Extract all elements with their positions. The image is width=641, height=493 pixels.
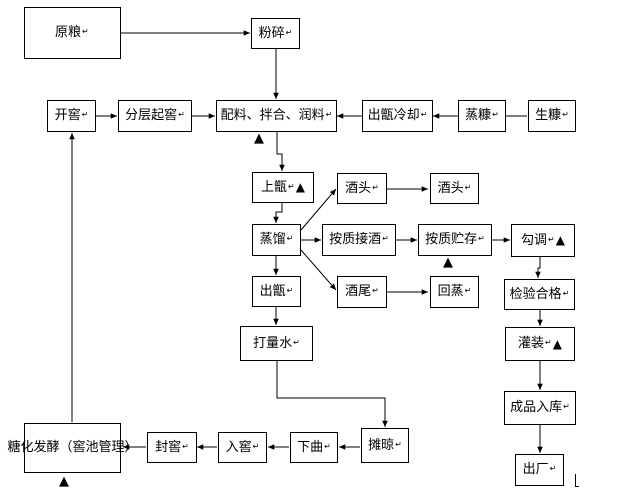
node-seal-pit-label: 封窖	[155, 440, 189, 456]
node-mix-label: 配料、拌合、润料	[221, 108, 333, 124]
node-ferment-label-line2: （窖池管理）	[59, 440, 138, 456]
node-tail: 酒尾	[337, 276, 387, 308]
node-crush-label: 粉碎	[259, 26, 293, 42]
node-raw-bran: 生糠	[528, 100, 576, 132]
node-inspect: 检验合格	[504, 279, 575, 310]
node-add-qu: 下曲	[290, 432, 338, 463]
triangle-marker: ▲	[59, 474, 69, 489]
node-tail-label: 酒尾	[345, 284, 379, 300]
arrow-mix-to-load	[276, 132, 285, 171]
text-cursor	[575, 474, 576, 487]
node-head-2: 酒头	[430, 173, 479, 204]
node-head-1: 酒头	[337, 173, 387, 204]
node-bottling-label: 灌装	[518, 336, 552, 352]
triangle-marker: ▲	[254, 131, 264, 146]
node-blend-label: 勾调	[521, 233, 555, 249]
node-unload-still: 出甑	[252, 276, 301, 307]
node-cool-out: 出甑冷却	[362, 100, 433, 132]
node-raw-grain: 原粮	[24, 7, 121, 59]
node-ferment: 糖化发酵（窖池管理）	[7, 423, 138, 473]
node-bottling: 灌装▲	[505, 327, 575, 361]
node-grade-store-label: 按质贮存	[425, 232, 485, 248]
triangle-marker: ▲	[555, 233, 565, 248]
node-ferment-label-line1: 糖化发酵	[7, 440, 60, 456]
node-crush: 粉碎	[251, 18, 300, 49]
node-raw-grain-label: 原粮	[55, 25, 89, 41]
node-warehouse-label: 成品入库	[510, 400, 570, 416]
node-seal-pit: 封窖	[147, 432, 197, 463]
node-layered-dig: 分层起窖	[118, 100, 192, 132]
node-head-1-label: 酒头	[345, 181, 379, 197]
node-blend: 勾调▲	[511, 224, 575, 257]
node-raw-bran-label: 生糠	[535, 108, 569, 124]
node-mix: 配料、拌合、润料	[216, 100, 337, 132]
node-open-pit: 开窖	[47, 100, 96, 132]
node-warehouse: 成品入库	[504, 391, 576, 425]
node-grade-store: 按质贮存	[418, 224, 492, 256]
triangle-marker: ▲	[443, 255, 453, 270]
node-grade-collect-label: 按质接酒	[329, 232, 389, 248]
node-layered-dig-label: 分层起窖	[125, 108, 185, 124]
node-unload-still-label: 出甑	[260, 284, 294, 300]
node-grade-collect: 按质接酒	[322, 224, 396, 256]
arrow-distill-to-tail	[300, 249, 337, 291]
node-spread-cool: 摊晾	[361, 428, 409, 463]
node-steam-bran-label: 蒸糠	[465, 108, 499, 124]
text-cursor-foot	[575, 486, 579, 487]
node-into-pit: 入窖	[218, 432, 267, 463]
node-ship-label: 出厂	[523, 462, 557, 478]
node-steam-bran: 蒸糠	[458, 100, 506, 132]
node-head-2-label: 酒头	[438, 181, 472, 197]
node-open-pit-label: 开窖	[55, 108, 89, 124]
node-inspect-label: 检验合格	[510, 287, 570, 303]
node-re-steam-label: 回蒸	[438, 284, 472, 300]
node-re-steam: 回蒸	[430, 276, 479, 308]
arrow-load-to-distill	[273, 203, 283, 223]
arrow-blend-to-inspect	[535, 257, 541, 278]
node-spread-cool-label: 摊晾	[368, 438, 402, 454]
triangle-marker: ▲	[552, 336, 562, 351]
node-load-still: 上甑▲	[252, 172, 314, 203]
node-ship: 出厂	[515, 454, 564, 486]
node-add-water-label: 打量水	[253, 336, 300, 352]
node-distill: 蒸馏	[252, 224, 301, 256]
node-load-still-label: 上甑	[261, 180, 295, 196]
node-into-pit-label: 入窖	[226, 440, 260, 456]
arrow-water-to-spread	[276, 361, 388, 427]
node-distill-label: 蒸馏	[260, 232, 294, 248]
arrow-distill-to-head	[300, 188, 337, 231]
node-add-water: 打量水	[240, 326, 313, 361]
node-cool-out-label: 出甑冷却	[368, 108, 428, 124]
node-add-qu-label: 下曲	[297, 440, 331, 456]
triangle-marker: ▲	[295, 180, 305, 195]
